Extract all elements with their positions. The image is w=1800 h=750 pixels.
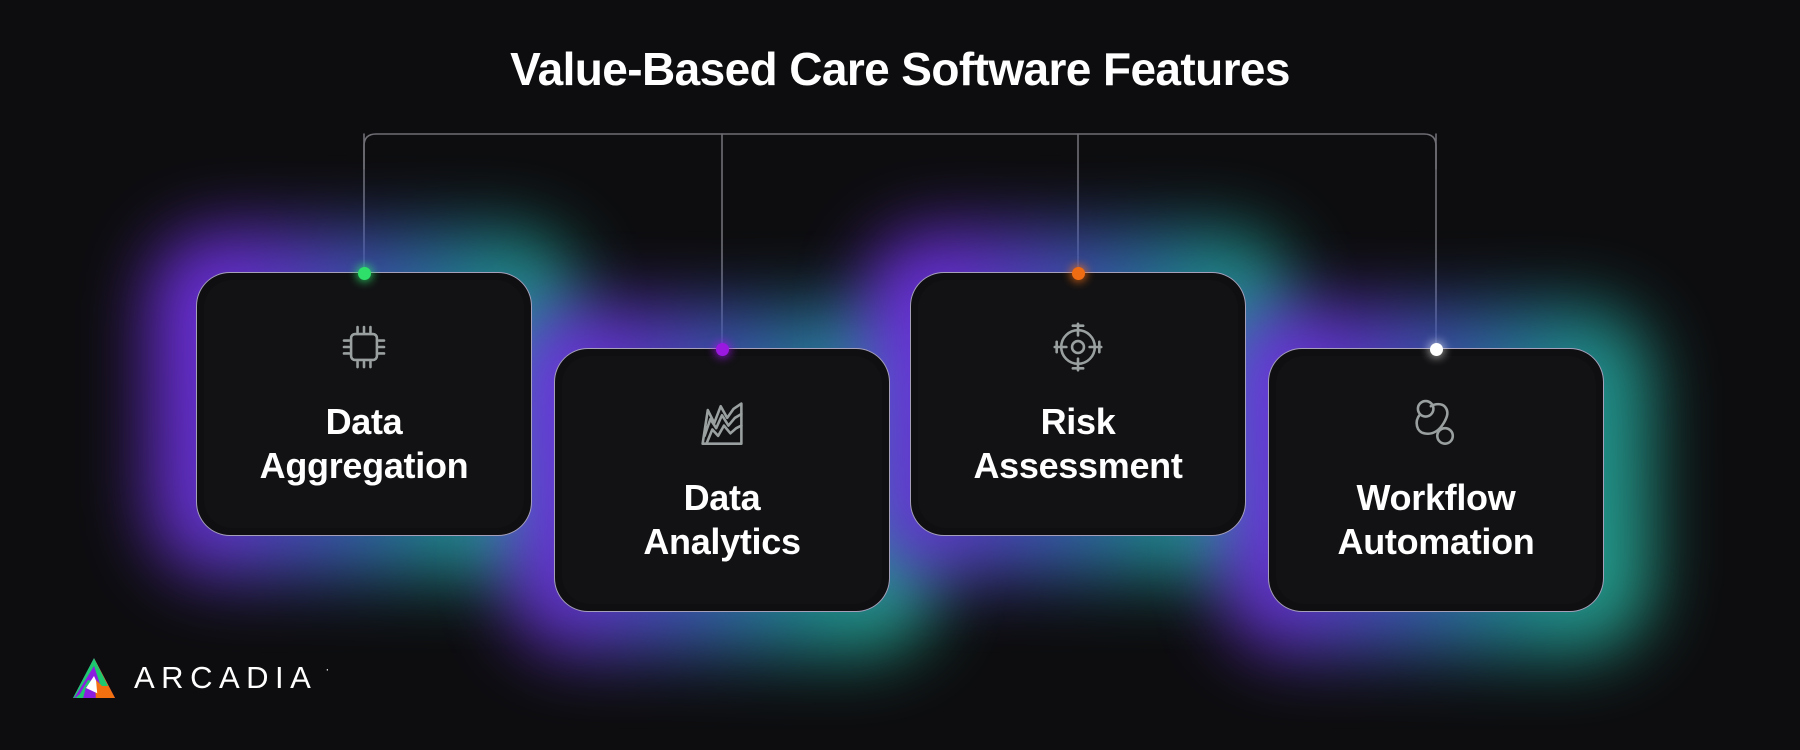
connector-dot-green	[357, 266, 371, 280]
card-surface[interactable]: Risk Assessment	[910, 266, 1246, 536]
card-label: Data Aggregation	[259, 401, 469, 486]
connector-dot-orange	[1071, 266, 1085, 280]
card-label: Risk Assessment	[973, 401, 1183, 486]
feature-card-risk-assessment[interactable]: Risk Assessment	[864, 230, 1292, 578]
area-chart-icon	[691, 392, 753, 454]
connector-dot-purple	[715, 342, 729, 356]
connector-dot-white	[1429, 342, 1443, 356]
workflow-nodes-icon	[1405, 392, 1467, 454]
feature-card-data-aggregation[interactable]: Data Aggregation	[150, 230, 578, 578]
card-surface[interactable]: Data Aggregation	[196, 266, 532, 536]
arcadia-wordmark-text: ARCADIA	[134, 660, 318, 695]
trademark-mark: ·	[325, 662, 330, 676]
card-label: Workflow Automation	[1337, 477, 1535, 562]
card-label: Data Analytics	[643, 477, 801, 562]
feature-card-workflow-automation[interactable]: Workflow Automation	[1222, 306, 1650, 654]
page-title: Value-Based Care Software Features	[510, 43, 1290, 95]
cpu-chip-icon	[333, 316, 395, 378]
card-surface[interactable]: Workflow Automation	[1268, 342, 1604, 612]
crosshair-target-icon	[1047, 316, 1109, 378]
arcadia-wordmark: ARCADIA ·	[134, 660, 329, 696]
arcadia-logo[interactable]: ARCADIA ·	[70, 654, 329, 702]
feature-card-data-analytics[interactable]: Data Analytics	[508, 306, 936, 654]
card-surface[interactable]: Data Analytics	[554, 342, 890, 612]
arcadia-triangle-logo-icon	[70, 654, 118, 702]
